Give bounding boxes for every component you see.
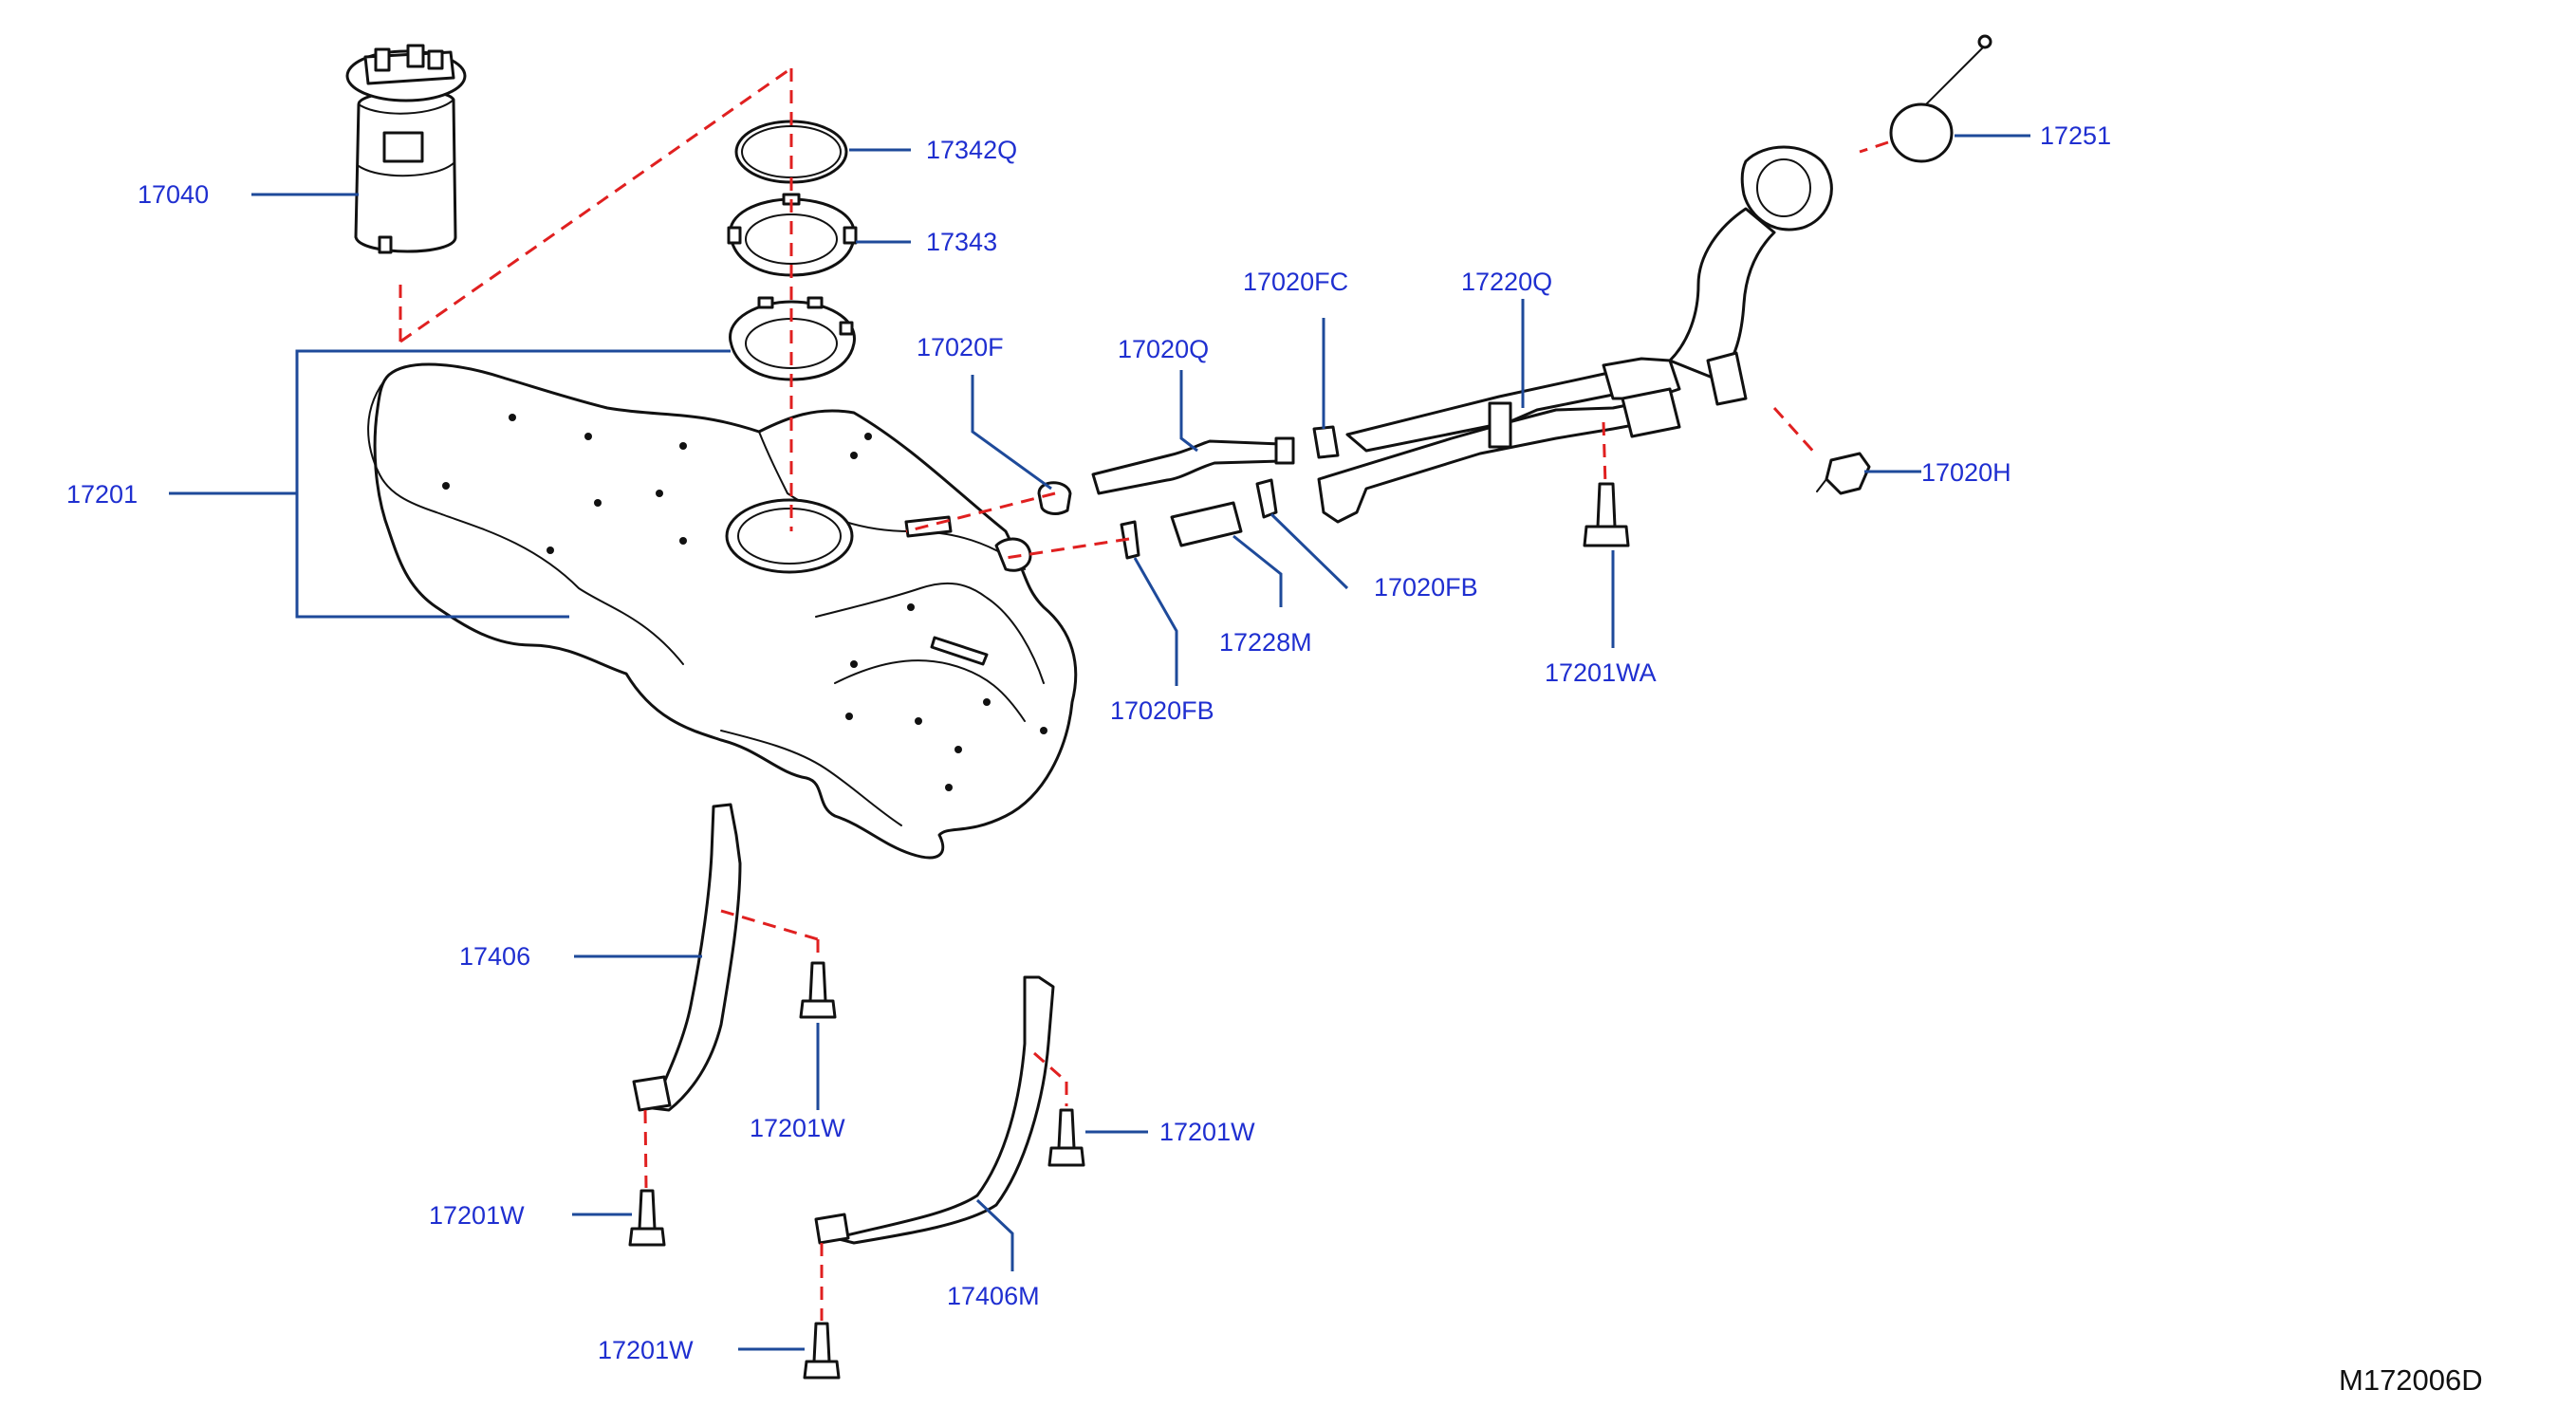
leader-lines <box>169 134 2030 1351</box>
fuel-pump-module <box>345 44 467 254</box>
label-17343: 17343 <box>926 228 997 256</box>
label-17228m: 17228M <box>1219 628 1312 657</box>
assembly-lines <box>398 66 1889 1321</box>
label-17020fb-lower: 17020FB <box>1110 696 1214 725</box>
fuel-pump-retainer-ring <box>727 193 858 277</box>
label-17020q: 17020Q <box>1118 335 1209 363</box>
tank-strap-17406m <box>814 975 1055 1245</box>
hose-clamp-17020f <box>1037 481 1072 515</box>
label-17201w-a: 17201W <box>750 1114 845 1142</box>
hose-clamp-17020fc <box>1312 425 1340 459</box>
label-17406m: 17406M <box>947 1282 1040 1310</box>
label-17040: 17040 <box>138 180 209 209</box>
hose-clamp-17020fb-upper <box>1255 478 1278 519</box>
fuel-pump-gasket <box>734 120 848 184</box>
bolt-17201w-a <box>799 961 837 1019</box>
fuel-cap-17251 <box>1889 34 1992 163</box>
label-17020fb-upper: 17020FB <box>1374 573 1478 602</box>
label-17020f: 17020F <box>917 333 1004 361</box>
label-17201w-d: 17201W <box>598 1336 694 1364</box>
filler-neck <box>1621 145 1833 438</box>
label-17406: 17406 <box>459 942 530 971</box>
bolt-17201w-b <box>1047 1108 1085 1167</box>
label-17201w-b: 17201W <box>1159 1118 1255 1146</box>
label-17020fc: 17020FC <box>1243 268 1348 296</box>
hose-clamp-17020fb-lower <box>1120 520 1140 560</box>
label-17251: 17251 <box>2040 121 2111 150</box>
label-17020h: 17020H <box>1921 458 2011 487</box>
hose-17020q <box>1091 436 1295 495</box>
clip-17020h <box>1816 452 1871 495</box>
tank-strap-17406 <box>632 803 742 1112</box>
label-17201w-c: 17201W <box>429 1201 525 1230</box>
label-17201: 17201 <box>66 480 138 509</box>
bolt-17201wa <box>1583 482 1630 547</box>
hose-17228m <box>1170 501 1243 547</box>
fuel-tank <box>367 362 1078 860</box>
diagram-code: M172006D <box>2339 1363 2483 1397</box>
label-17342q: 17342Q <box>926 136 1017 164</box>
label-17201wa: 17201WA <box>1545 658 1657 687</box>
part-labels: 17040 17342Q 17343 17201 17020F 17020Q 1… <box>66 121 2483 1397</box>
label-17220q: 17220Q <box>1461 268 1552 296</box>
bolt-17201w-d <box>803 1322 841 1380</box>
filler-tube-17220q <box>1317 357 1681 524</box>
bolt-17201w-c <box>628 1189 666 1247</box>
